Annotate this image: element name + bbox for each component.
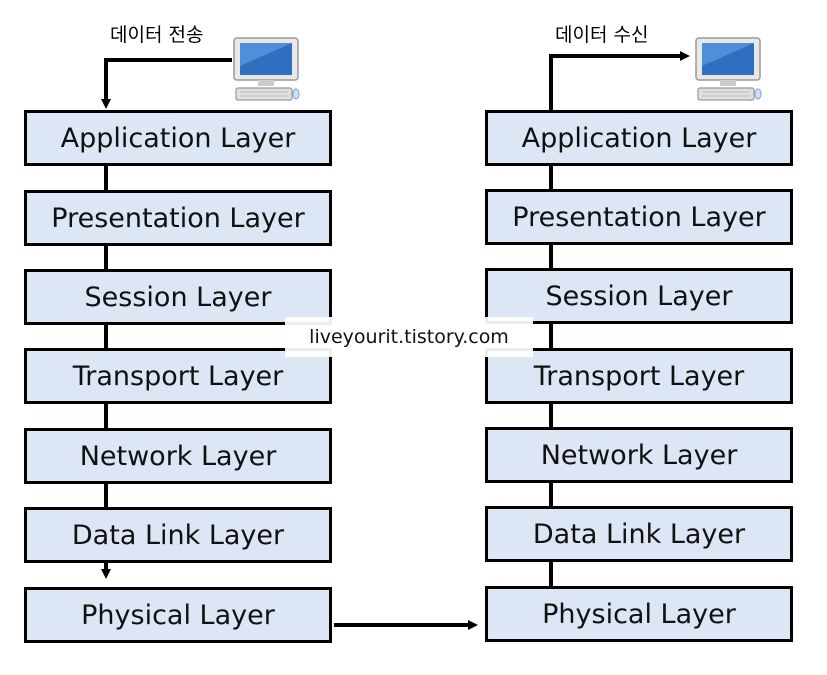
receiver-session-layer: Session Layer <box>485 268 793 324</box>
sender-caption: 데이터 전송 <box>110 24 204 46</box>
computer-icon <box>233 37 300 101</box>
receiver-transport-layer: Transport Layer <box>485 348 793 404</box>
receiver-network-layer: Network Layer <box>485 427 793 483</box>
sender-input-arrow <box>101 58 232 109</box>
receiver-presentation-layer: Presentation Layer <box>485 189 793 245</box>
sender-session-layer: Session Layer <box>24 269 332 325</box>
sender-presentation-layer: Presentation Layer <box>24 190 332 246</box>
receiver-data-link-layer: Data Link Layer <box>485 506 793 562</box>
receiver-application-layer: Application Layer <box>485 110 793 166</box>
computer-icon <box>695 37 762 101</box>
sender-transport-layer: Transport Layer <box>24 348 332 404</box>
sender-physical-layer: Physical Layer <box>24 587 332 643</box>
sender-network-layer: Network Layer <box>24 428 332 484</box>
receiver-output-arrow <box>549 51 690 112</box>
watermark: liveyourit.tistory.com <box>285 317 533 357</box>
receiver-physical-layer: Physical Layer <box>485 586 793 642</box>
sender-data-link-layer: Data Link Layer <box>24 507 332 563</box>
sender-application-layer: Application Layer <box>24 110 332 166</box>
receiver-caption: 데이터 수신 <box>555 24 649 46</box>
